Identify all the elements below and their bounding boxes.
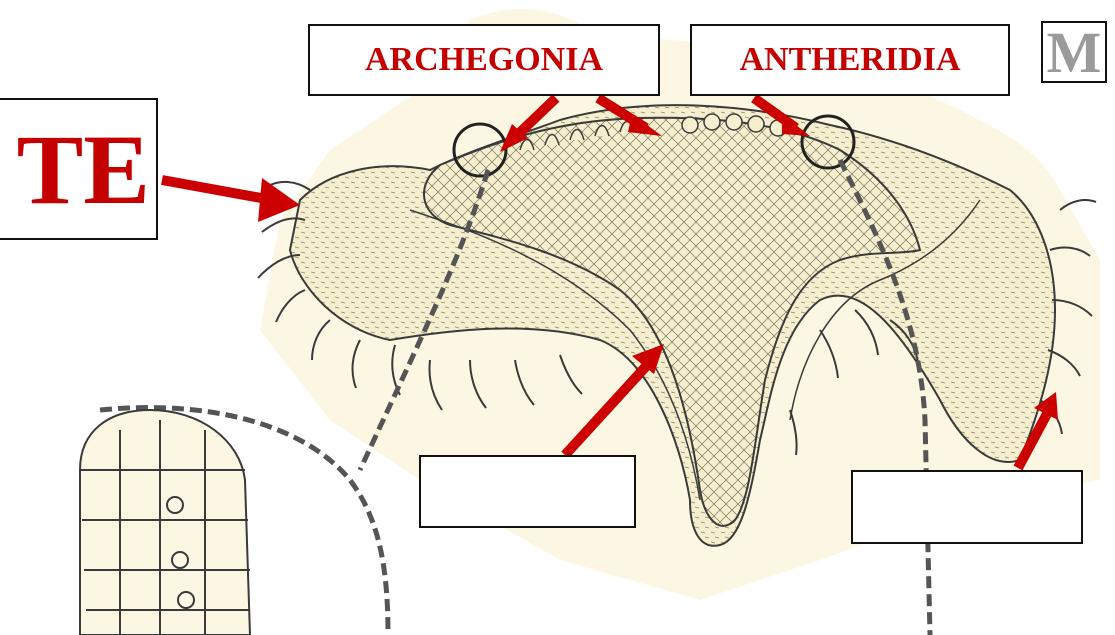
blank-label-box-rhizoid[interactable] <box>851 470 1083 544</box>
blank-label-box-midrib[interactable] <box>419 455 636 528</box>
magnified-inset <box>80 410 250 635</box>
corner-letter-label: M <box>1041 21 1107 83</box>
antheridia-label: ANTHERIDIA <box>690 24 1010 96</box>
arrow-to-wing <box>162 180 272 200</box>
archegonia-label: ARCHEGONIA <box>308 24 660 96</box>
gametophyte-label: TE <box>0 98 158 240</box>
